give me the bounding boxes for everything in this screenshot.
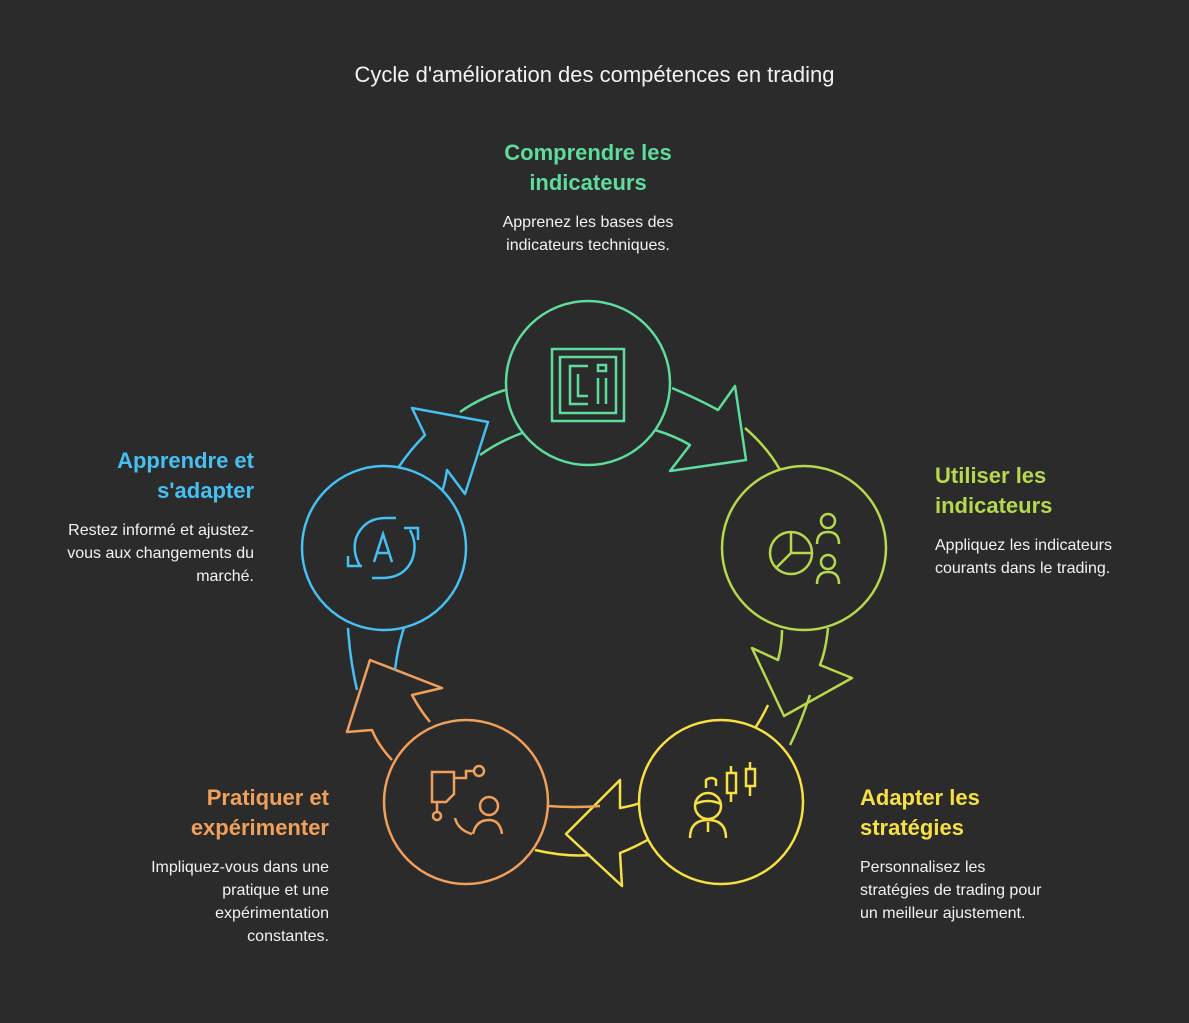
step-pratiquer-description: Impliquez-vous dans une pratique et une … <box>151 859 329 945</box>
node-pratiquer <box>382 718 550 886</box>
step-adapter-heading: Adapter les stratégies <box>860 785 980 840</box>
step-apprendre: Apprendre et s'adapter Restez informé et… <box>14 446 254 588</box>
node-comprendre <box>504 299 672 467</box>
experiment-person-icon <box>430 764 504 836</box>
step-utiliser-heading: Utiliser les indicateurs <box>935 463 1053 518</box>
node-apprendre <box>300 464 468 632</box>
arrow-comprendre-to-utiliser <box>654 384 748 473</box>
node-utiliser <box>720 464 888 632</box>
step-comprendre: Comprendre les indicateurs Apprenez les … <box>443 138 733 257</box>
step-adapter: Adapter les stratégies Personnalisez les… <box>860 783 1120 925</box>
arrow-tail-green <box>459 388 523 457</box>
diagram-title: Cycle d'amélioration des compétences en … <box>354 62 835 87</box>
ci-chip-icon <box>550 347 626 423</box>
pie-chart-people-icon <box>768 512 841 585</box>
step-apprendre-description: Restez informé et ajustez- vous aux chan… <box>67 522 254 585</box>
arrow-pratiquer-to-apprendre <box>345 658 601 809</box>
arrow-utiliser-to-adapter <box>744 427 854 746</box>
step-apprendre-heading: Apprendre et s'adapter <box>117 448 254 503</box>
step-adapter-description: Personnalisez les stratégies de trading … <box>860 859 1042 922</box>
step-pratiquer-heading: Pratiquer et expérimenter <box>190 785 329 840</box>
step-utiliser-description: Appliquez les indicateurs courants dans … <box>935 537 1112 577</box>
step-comprendre-description: Apprenez les bases des indicateurs techn… <box>502 214 674 254</box>
arrow-apprendre-to-comprendre <box>346 406 490 691</box>
step-utiliser: Utiliser les indicateurs Appliquez les i… <box>935 461 1175 580</box>
refresh-a-icon <box>346 516 420 580</box>
step-comprendre-heading: Comprendre les indicateurs <box>504 140 672 195</box>
trader-candlestick-icon <box>688 762 757 839</box>
step-pratiquer: Pratiquer et expérimenter Impliquez-vous… <box>79 783 329 948</box>
